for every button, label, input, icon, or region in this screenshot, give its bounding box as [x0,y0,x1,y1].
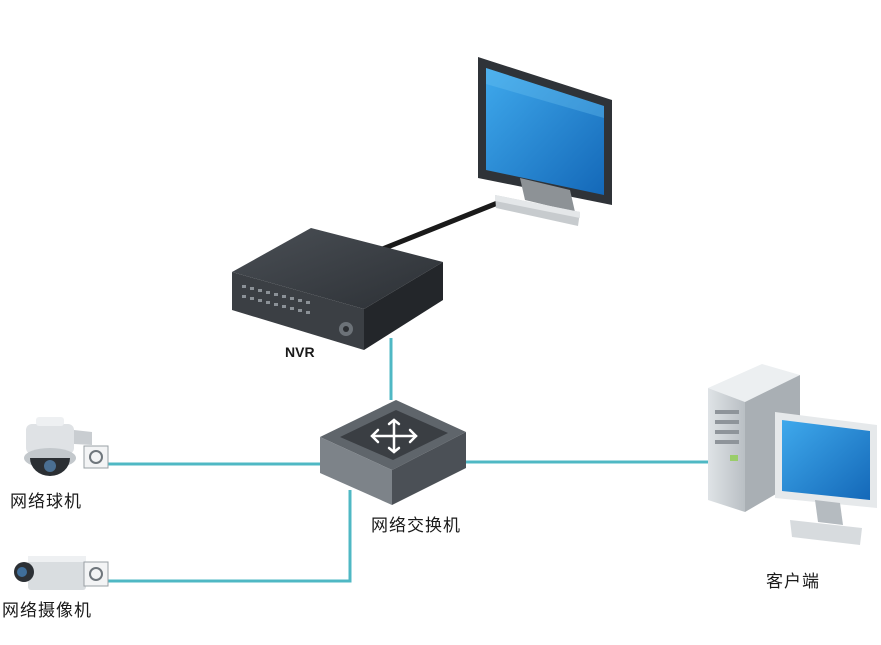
dome-camera-label: 网络球机 [10,492,82,512]
box-camera-label: 网络摄像机 [2,601,92,621]
monitor-icon [478,57,612,226]
dome-camera-icon [24,417,109,476]
box-camera-icon [14,556,109,590]
network-switch-icon [320,400,466,505]
cable-box-switch [108,490,352,583]
switch-label: 网络交换机 [371,516,461,536]
nvr-recorder-icon [232,228,443,350]
client-label: 客户端 [766,572,820,592]
desktop-computer-icon [708,364,877,545]
nvr-label: NVR [285,344,315,360]
